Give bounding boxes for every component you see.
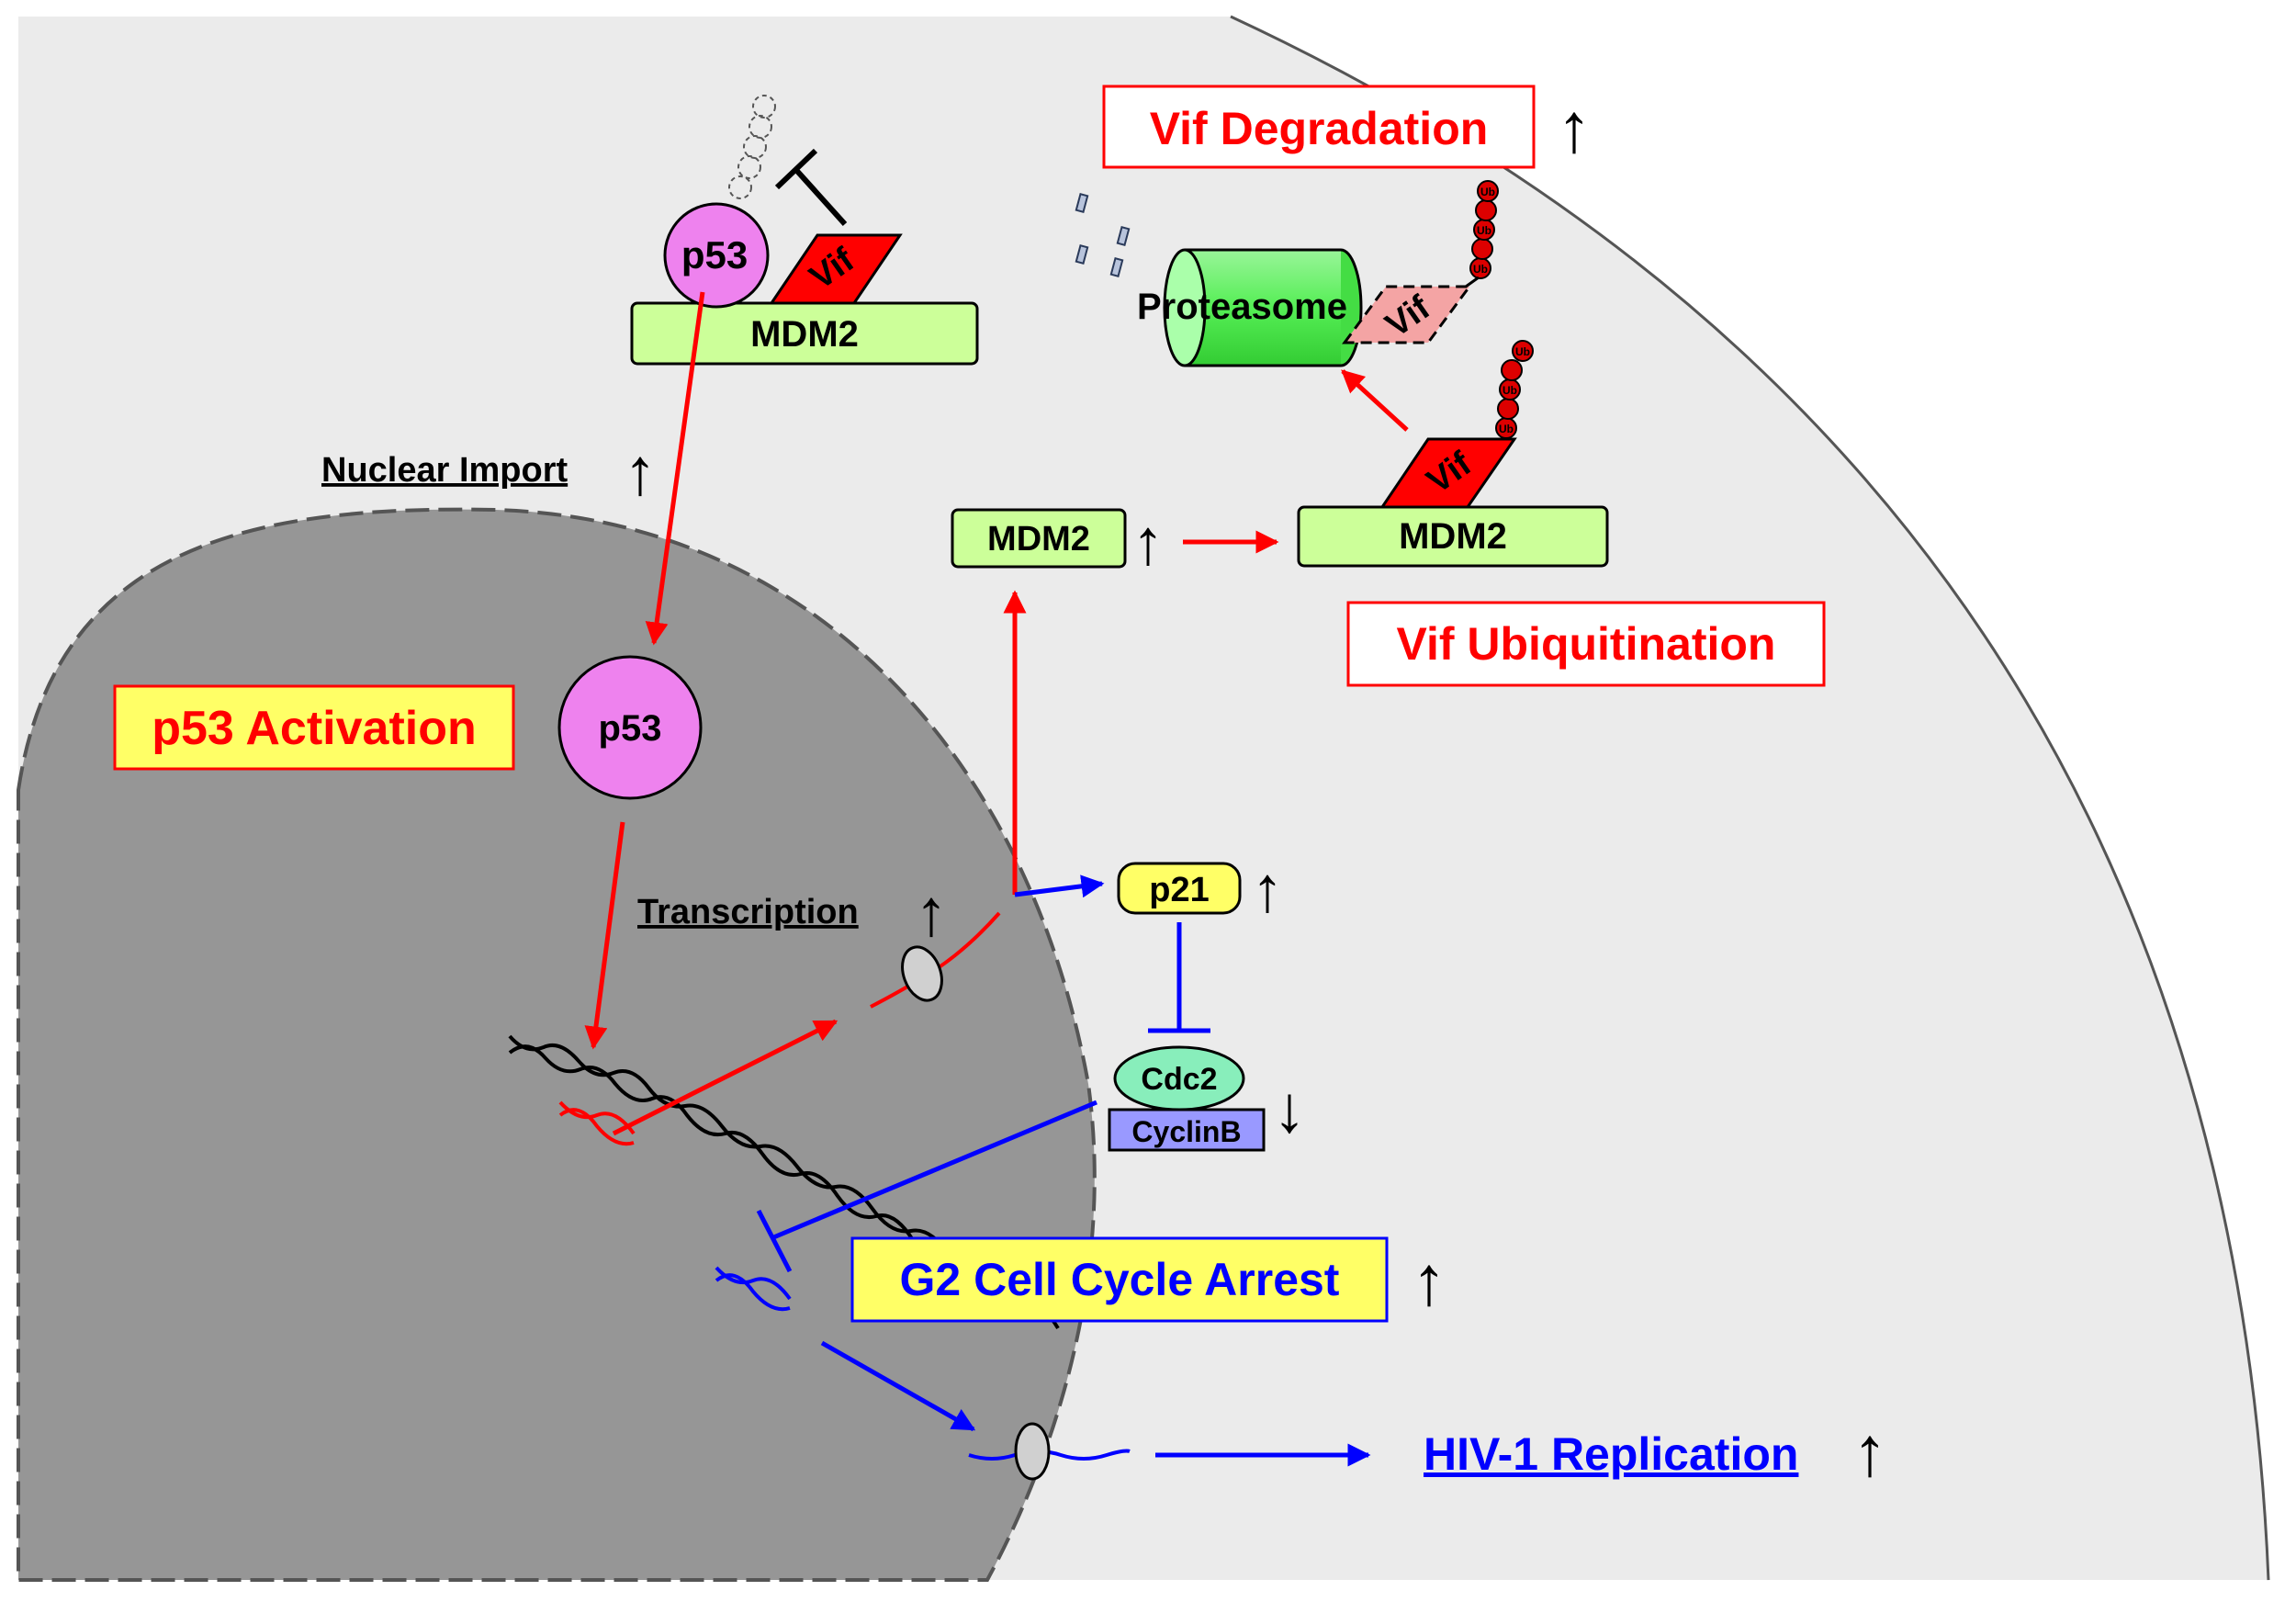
p53-nuclear: p53 <box>557 655 703 800</box>
svg-text:Ub: Ub <box>1473 263 1488 276</box>
cdc2-blocked-inhibition <box>756 1100 1097 1273</box>
arrow-to-proteasome <box>1341 369 1409 432</box>
g2-arrest-text: G2 Cell Cycle Arrest <box>900 1254 1340 1305</box>
nuclear-import-up-arrow: ↑ <box>624 435 657 509</box>
p53-top-label: p53 <box>681 233 748 276</box>
p21-label: p21 <box>1149 871 1209 909</box>
cdc2-label: Cdc2 <box>1141 1062 1217 1097</box>
ubiquitin-chain-1: Ub Ub Ub <box>1469 180 1499 279</box>
p21: p21 <box>1117 862 1242 915</box>
hiv-replication-up-arrow: ↑ <box>1852 1413 1887 1491</box>
arrow-to-p21 <box>1014 874 1105 898</box>
g2-arrest-up-arrow: ↑ <box>1412 1242 1446 1320</box>
p53-nuclear-label: p53 <box>599 708 662 749</box>
nuclear-import-label: Nuclear Import <box>321 451 568 490</box>
svg-text:Ub: Ub <box>1499 423 1514 435</box>
arrow-hiv-transcription <box>820 1340 976 1432</box>
cyclinb-label: CyclinB <box>1131 1115 1241 1148</box>
ubiquitin-chain-2: Ub Ub Ub <box>1495 340 1534 439</box>
svg-text:Ub: Ub <box>1515 345 1530 358</box>
svg-text:Ub: Ub <box>1480 186 1495 198</box>
vif-ubiquitination-text: Vif Ubiquitination <box>1397 618 1776 670</box>
transcription-label: Transcription <box>637 893 859 931</box>
mdm2-right-label: MDM2 <box>1399 516 1507 557</box>
mdm2-upregulated: MDM2 <box>951 508 1127 569</box>
cdc2-down-arrow: ↓ <box>1273 1073 1306 1146</box>
arrow-p21-gene-transcription <box>612 1019 838 1136</box>
vif-degradation-up-arrow: ↑ <box>1557 89 1592 167</box>
arrow-p53-to-dna <box>584 821 625 1050</box>
proteasome <box>1163 248 1363 367</box>
p53-mdm2-vif-complex: MDM2 p53 Vif <box>630 202 979 366</box>
vif-degradation-label: Vif Degradation <box>1102 85 1536 169</box>
p21-mrna <box>870 911 1001 1009</box>
mdm2-up-arrow: ↑ <box>1132 506 1165 578</box>
p53-activation-label: p53 Activation <box>113 684 515 771</box>
blocked-ubiquitin-chain <box>728 95 776 199</box>
mdm2-vif-complex: MDM2 Vif <box>1297 437 1609 568</box>
svg-text:Ub: Ub <box>1477 224 1491 237</box>
vif-degraded: Vif <box>1342 285 1472 345</box>
g2-arrest-label: G2 Cell Cycle Arrest <box>850 1236 1389 1323</box>
hiv-replication-label: HIV-1 Replication <box>1424 1428 1798 1480</box>
cdc2-cyclinb-complex: Cdc2 CyclinB <box>1108 1045 1266 1152</box>
mdm2-middle-label: MDM2 <box>987 520 1090 558</box>
p21-inhibits-cdc2 <box>1148 922 1210 1033</box>
proteasome-label: Proteasome <box>1137 287 1347 327</box>
arrow-nuclear-import <box>645 291 705 646</box>
degraded-peptide-fragments <box>1075 193 1131 277</box>
svg-text:Ub: Ub <box>1503 384 1517 397</box>
hiv-mrna <box>968 1422 1131 1481</box>
mdm2-top-label: MDM2 <box>750 314 859 355</box>
vif-blocks-ubiquitination <box>774 148 848 227</box>
vif-degradation-text: Vif Degradation <box>1150 103 1489 154</box>
vif-ubiquitination-label: Vif Ubiquitination <box>1346 601 1826 687</box>
transcription-up-arrow: ↑ <box>915 876 948 950</box>
p21-up-arrow: ↑ <box>1252 853 1284 925</box>
p53-activation-text: p53 Activation <box>152 702 477 755</box>
